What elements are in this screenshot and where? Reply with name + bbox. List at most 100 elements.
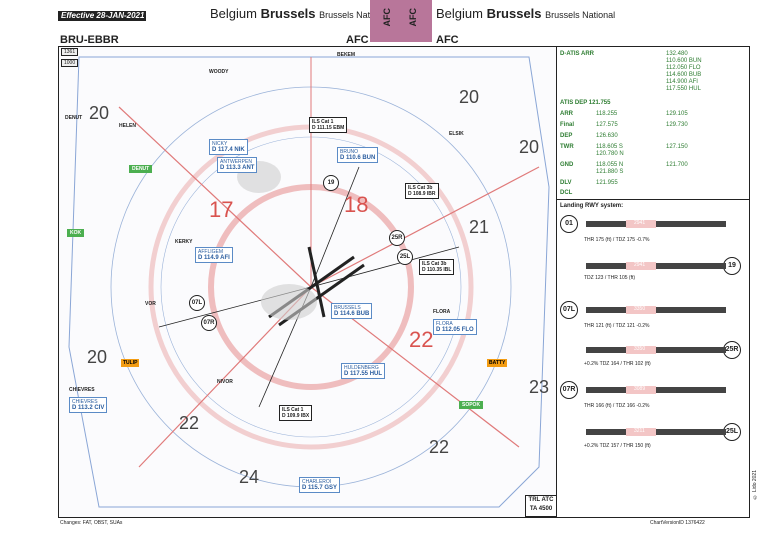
fix-elsik: ELSIK [449,131,464,137]
rwy-bar-07l: 3350 [586,306,726,314]
fix-woody: WOODY [209,69,229,75]
exit-kok: KOK [67,229,85,237]
atis-dep-label: ATIS DEP 121.755 [560,100,611,106]
rwy-badge-07l: 07L [560,301,578,319]
exit-denut: DENUT [129,165,153,173]
rwy-bar-07r: 3089 [586,386,726,394]
arr-2: 129.105 [666,111,688,117]
rwy-bar-19: 2941 [586,262,726,270]
exit-batty: BATTY [487,359,508,367]
rwy-info-07l: THR 121 (ft) / TDZ 121 -0.2% [584,323,650,329]
rwy-bar-25l: 3211 [586,428,726,436]
sector-17: 17 [209,197,234,222]
twr-1: 118.605 S [596,144,623,150]
exit-tulip: TULIP [121,359,140,367]
arr-label: ARR [560,111,573,117]
d-atis-arr-6: 117.550 HUL [666,86,701,92]
footer-version: ChartVersionID 1376422 [650,520,705,526]
panel-separator [556,199,749,200]
chart-box-1: 1361 [61,48,79,56]
gnd-label: GND [560,162,574,168]
fix-denut: DENUT [65,115,83,121]
rwy-badge-01: 01 [560,215,578,233]
afc-left: AFC [346,34,369,46]
sector-20-nw: 20 [89,103,110,123]
arr-1: 118.255 [596,111,618,117]
rwy-info-07r: THR 166 (ft) / TDZ 166 -0.2% [584,403,650,409]
d-atis-arr-5: 114.900 AFI [666,79,698,85]
rwy-bar-25r: 3350 [586,346,726,354]
rwy-marker-07r: 07R [201,315,217,331]
rwy-info-01: THR 175 (ft) / TDZ 175 -0.7% [584,237,650,243]
final-2: 129.730 [666,122,688,128]
fix-flora: FLORA [433,309,451,315]
rwy-marker-19: 19 [323,175,339,191]
twr-3: 127.150 [666,144,688,150]
map-graphics [68,56,550,508]
dep-1: 126.630 [596,133,618,139]
rwy-info-19: TDZ 123 / THR 105 (ft) [584,275,636,281]
chart-box-2: 1000 [61,59,79,67]
final-1: 127.575 [596,122,618,128]
frequency-panel: D-ATIS ARR 132.480 110.600 BUN 112.050 F… [556,46,750,518]
footer-copyright: © Lido 2021 [752,470,758,500]
sector-21: 21 [469,217,490,237]
trl-box: TRL ATC TA 4500 [525,495,556,517]
sector-20-n: 20 [459,87,480,107]
fix-bekem: BEKEM [337,52,356,58]
d-atis-arr-2: 110.600 BUN [666,58,702,64]
fix-nivor: NIVOR [217,379,233,385]
sector-22-s: 22 [179,413,200,433]
d-atis-arr-3: 112.050 FLO [666,65,701,71]
d-atis-arr-1: 132.480 [666,51,688,57]
rwy-marker-07l: 07L [189,295,205,311]
fix-chievres: CHIEVRES [69,387,95,393]
d-atis-arr-label: D-ATIS ARR [560,51,594,57]
sector-18: 18 [344,192,369,217]
dlv-label: DLV [560,180,572,186]
dcl-label: DCL [560,190,573,196]
twr-2: 120.780 N [596,151,624,157]
title-left: Belgium Brussels Brussels National [210,6,390,21]
afc-box: AFC AFC [370,0,432,42]
final-label: Final [560,122,575,128]
footer-changes: Changes: FAT, OBST, SUAs [60,520,123,526]
sector-24: 24 [239,467,260,487]
sector-20-w: 20 [87,347,108,367]
rwy-marker-25r: 25R [389,230,405,246]
sector-23: 23 [529,377,550,397]
landing-title: Landing RWY system: [560,203,624,209]
gnd-1: 118.055 N [596,162,624,168]
title-right: Belgium Brussels Brussels National [436,6,616,21]
fix-helen: HELEN [119,123,136,129]
dlv-1: 121.955 [596,180,618,186]
airspace-map[interactable]: 1361 1000 20 20 20 17 18 21 22 22 23 24 … [58,46,557,518]
gnd-3: 121.700 [666,162,688,168]
rwy-info-25r: +0.2% TDZ 164 / THR 102 (ft) [584,361,651,367]
sector-22-e: 22 [409,327,434,352]
rwy-bar-01: 2941 [586,220,726,228]
sector-20-ne: 20 [519,137,540,157]
rwy-badge-07r: 07R [560,381,578,399]
afc-right: AFC [436,34,459,46]
rwy-marker-25l: 25L [397,249,413,265]
effective-date: Effective 28-JAN-2021 [58,11,146,21]
airport-code: BRU-EBBR [60,34,119,46]
exit-sopok: SOPOK [459,401,484,409]
rwy-info-25l: +0.2% TDZ 157 / THR 150 (ft) [584,443,651,449]
gnd-2: 121.880 S [596,169,624,175]
dep-label: DEP [560,133,573,139]
